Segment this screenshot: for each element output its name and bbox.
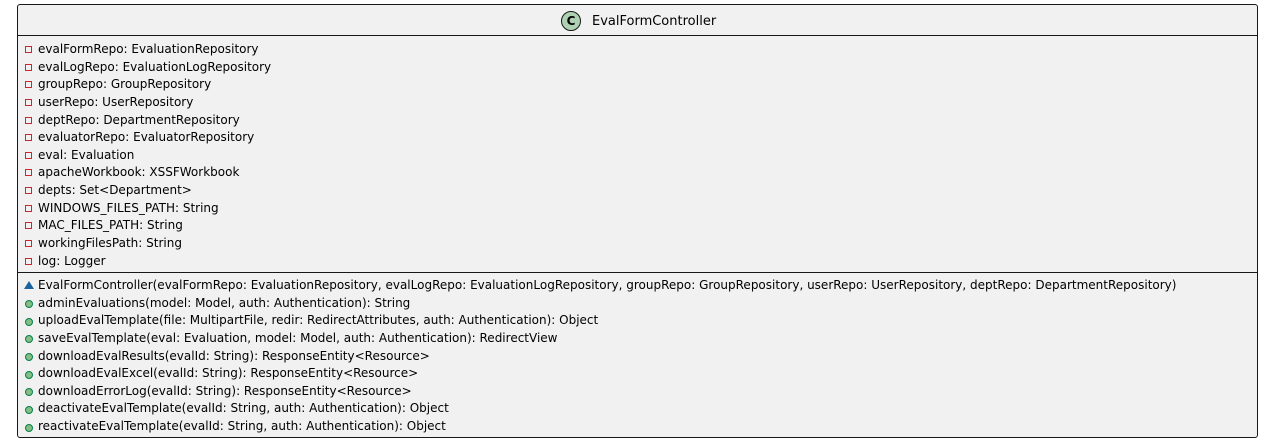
operation-row: reactivateEvalTemplate(evalId: String, a…: [18, 418, 1257, 436]
attribute-row: evaluatorRepo: EvaluatorRepository: [18, 129, 1257, 147]
operation-row: downloadErrorLog(evalId: String): Respon…: [18, 383, 1257, 401]
operation-row: uploadEvalTemplate(file: MultipartFile, …: [18, 312, 1257, 330]
operations-compartment: EvalFormController(evalFormRepo: Evaluat…: [18, 273, 1257, 436]
package-visibility-icon: [24, 277, 34, 295]
operation-row: downloadEvalExcel(evalId: String): Respo…: [18, 365, 1257, 383]
public-visibility-icon: [24, 400, 34, 418]
public-visibility-icon: [24, 295, 34, 313]
attribute-row: log: Logger: [18, 253, 1257, 271]
attribute-text: log: Logger: [38, 253, 106, 268]
private-visibility-icon: [24, 129, 34, 147]
operation-text: downloadErrorLog(evalId: String): Respon…: [38, 383, 412, 398]
operation-text: deactivateEvalTemplate(evalId: String, a…: [38, 401, 449, 416]
attribute-text: userRepo: UserRepository: [38, 94, 194, 109]
operation-text: uploadEvalTemplate(file: MultipartFile, …: [38, 313, 599, 328]
attribute-row: eval: Evaluation: [18, 147, 1257, 165]
attribute-text: eval: Evaluation: [38, 147, 135, 162]
attribute-row: groupRepo: GroupRepository: [18, 76, 1257, 94]
operation-row: adminEvaluations(model: Model, auth: Aut…: [18, 295, 1257, 313]
operation-row: downloadEvalResults(evalId: String): Res…: [18, 348, 1257, 366]
operation-text: EvalFormController(evalFormRepo: Evaluat…: [38, 278, 1177, 292]
public-visibility-icon: [24, 418, 34, 436]
attribute-text: apacheWorkbook: XSSFWorkbook: [38, 165, 240, 180]
attribute-text: evalFormRepo: EvaluationRepository: [38, 42, 259, 56]
class-box-evalformcontroller: C EvalFormController evalFormRepo: Evalu…: [17, 4, 1258, 438]
operation-row: saveEvalTemplate(eval: Evaluation, model…: [18, 330, 1257, 348]
private-visibility-icon: [24, 41, 34, 59]
class-icon: C: [561, 11, 581, 31]
class-name: EvalFormController: [592, 13, 717, 29]
attribute-text: workingFilesPath: String: [38, 236, 182, 251]
private-visibility-icon: [24, 76, 34, 94]
attributes-compartment: evalFormRepo: EvaluationRepository evalL…: [18, 36, 1257, 273]
attribute-text: evaluatorRepo: EvaluatorRepository: [38, 130, 255, 145]
operation-text: reactivateEvalTemplate(evalId: String, a…: [38, 419, 446, 434]
operation-row: EvalFormController(evalFormRepo: Evaluat…: [18, 277, 1257, 295]
private-visibility-icon: [24, 235, 34, 253]
class-title: C EvalFormController: [561, 10, 716, 32]
attribute-text: WINDOWS_FILES_PATH: String: [38, 200, 219, 215]
attribute-text: depts: Set<Department>: [38, 183, 192, 198]
private-visibility-icon: [24, 253, 34, 271]
class-header: C EvalFormController: [18, 5, 1257, 36]
attribute-row: userRepo: UserRepository: [18, 94, 1257, 112]
private-visibility-icon: [24, 147, 34, 165]
operation-text: downloadEvalExcel(evalId: String): Respo…: [38, 366, 419, 381]
attribute-text: groupRepo: GroupRepository: [38, 77, 212, 92]
attribute-row: evalLogRepo: EvaluationLogRepository: [18, 59, 1257, 77]
operation-text: saveEvalTemplate(eval: Evaluation, model…: [38, 330, 558, 345]
operation-text: adminEvaluations(model: Model, auth: Aut…: [38, 295, 411, 310]
attribute-row: WINDOWS_FILES_PATH: String: [18, 200, 1257, 218]
attribute-row: workingFilesPath: String: [18, 235, 1257, 253]
attribute-row: deptRepo: DepartmentRepository: [18, 112, 1257, 130]
attribute-text: MAC_FILES_PATH: String: [38, 218, 183, 233]
private-visibility-icon: [24, 182, 34, 200]
private-visibility-icon: [24, 217, 34, 235]
private-visibility-icon: [24, 112, 34, 130]
attribute-text: evalLogRepo: EvaluationLogRepository: [38, 59, 272, 74]
public-visibility-icon: [24, 312, 34, 330]
public-visibility-icon: [24, 365, 34, 383]
attribute-row: MAC_FILES_PATH: String: [18, 217, 1257, 235]
private-visibility-icon: [24, 59, 34, 77]
private-visibility-icon: [24, 164, 34, 182]
attribute-row: depts: Set<Department>: [18, 182, 1257, 200]
private-visibility-icon: [24, 200, 34, 218]
public-visibility-icon: [24, 383, 34, 401]
attribute-text: deptRepo: DepartmentRepository: [38, 112, 240, 127]
private-visibility-icon: [24, 94, 34, 112]
public-visibility-icon: [24, 330, 34, 348]
operation-text: downloadEvalResults(evalId: String): Res…: [38, 348, 430, 363]
operation-row: deactivateEvalTemplate(evalId: String, a…: [18, 400, 1257, 418]
attribute-row: evalFormRepo: EvaluationRepository: [18, 41, 1257, 59]
public-visibility-icon: [24, 348, 34, 366]
attribute-row: apacheWorkbook: XSSFWorkbook: [18, 164, 1257, 182]
